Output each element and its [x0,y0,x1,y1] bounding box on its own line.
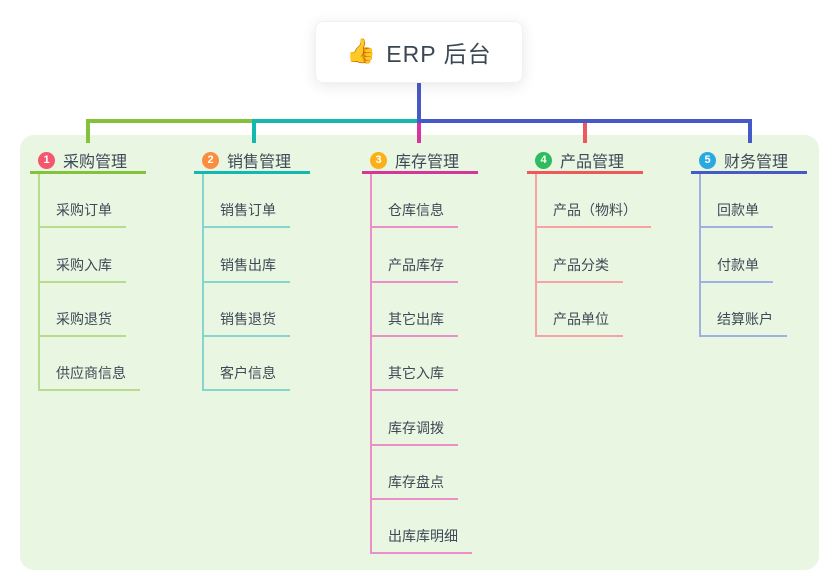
node-label: 库存调拨 [372,418,458,446]
branch-inventory-management: 3 库存管理 仓库信息 产品库存 其它出库 其它入库 库存调拨 库存盘点 出库库… [362,149,478,555]
list-item[interactable]: 产品库存 [372,228,478,283]
root-title: ERP 后台 [386,41,492,67]
connector-branch3-drop [417,123,421,143]
list-item[interactable]: 仓库信息 [372,174,478,229]
list-item[interactable]: 采购入库 [40,228,146,283]
connector-branch2-drop [252,119,256,143]
node-label: 采购入库 [40,255,126,283]
branch-index-badge: 4 [535,151,552,169]
list-item[interactable]: 销售出库 [204,228,310,283]
list-item[interactable]: 其它出库 [372,283,478,337]
node-label: 出库库明细 [372,526,472,555]
list-item[interactable]: 销售订单 [204,174,310,229]
list-item[interactable]: 产品分类 [537,228,651,283]
node-label: 产品分类 [537,255,623,283]
branch-purchase-management: 1 采购管理 采购订单 采购入库 采购退货 供应商信息 [30,149,146,392]
branch-children: 销售订单 销售出库 销售退货 客户信息 [202,174,310,392]
list-item[interactable]: 回款单 [701,174,807,229]
node-label: 产品（物料） [537,200,651,229]
connector-branch5-drop [748,119,752,143]
node-label: 产品库存 [372,255,458,283]
branches-panel [20,135,819,570]
node-label: 销售订单 [204,200,290,229]
branch-title: 产品管理 [560,154,625,171]
list-item[interactable]: 出库库明细 [372,500,478,555]
branch-title: 库存管理 [395,154,460,171]
branch-title: 销售管理 [227,154,292,171]
branch-children: 仓库信息 产品库存 其它出库 其它入库 库存调拨 库存盘点 出库库明细 [370,174,478,555]
list-item[interactable]: 其它入库 [372,337,478,392]
branch-index-badge: 5 [699,151,716,169]
node-label: 付款单 [701,255,773,283]
list-item[interactable]: 结算账户 [701,283,807,337]
connector-branch1-horizontal [86,119,254,123]
node-label: 其它出库 [372,309,458,337]
node-label: 回款单 [701,200,773,229]
node-label: 其它入库 [372,363,458,392]
list-item[interactable]: 产品（物料） [537,174,651,229]
branch-finance-management: 5 财务管理 回款单 付款单 结算账户 [691,149,807,337]
node-label: 产品单位 [537,309,623,337]
list-item[interactable]: 采购退货 [40,283,146,337]
branch-header[interactable]: 4 产品管理 [527,149,643,174]
thumbs-up-icon: 👍 [346,38,377,65]
list-item[interactable]: 产品单位 [537,283,651,337]
node-label: 销售出库 [204,255,290,283]
node-label: 仓库信息 [372,200,458,229]
node-label: 采购退货 [40,309,126,337]
connector-branch2-horizontal [252,119,417,123]
node-label: 库存盘点 [372,472,458,500]
branch-children: 产品（物料） 产品分类 产品单位 [535,174,651,337]
branch-index-badge: 2 [202,151,219,169]
branch-header[interactable]: 2 销售管理 [194,149,310,174]
node-label: 结算账户 [701,309,787,337]
branch-header[interactable]: 1 采购管理 [30,149,146,174]
connector-branch1-drop [86,119,90,143]
branch-sales-management: 2 销售管理 销售订单 销售出库 销售退货 客户信息 [194,149,310,392]
connector-branch4-drop [583,123,587,143]
connector-branch5-horizontal [417,119,752,123]
node-label: 销售退货 [204,309,290,337]
list-item[interactable]: 采购订单 [40,174,146,229]
list-item[interactable]: 供应商信息 [40,337,146,392]
branch-index-badge: 1 [38,151,55,169]
root-node[interactable]: 👍 ERP 后台 [315,21,523,83]
connector-root-vertical [417,83,421,123]
branch-index-badge: 3 [370,151,387,169]
node-label: 采购订单 [40,200,126,229]
node-label: 客户信息 [204,363,290,392]
list-item[interactable]: 库存调拨 [372,391,478,446]
list-item[interactable]: 库存盘点 [372,446,478,500]
list-item[interactable]: 付款单 [701,228,807,283]
branch-header[interactable]: 5 财务管理 [691,149,807,174]
branch-title: 采购管理 [63,154,128,171]
node-label: 供应商信息 [40,363,140,392]
branch-product-management: 4 产品管理 产品（物料） 产品分类 产品单位 [527,149,651,337]
branch-children: 回款单 付款单 结算账户 [699,174,807,337]
list-item[interactable]: 销售退货 [204,283,310,337]
list-item[interactable]: 客户信息 [204,337,310,392]
branch-title: 财务管理 [724,154,789,171]
branch-children: 采购订单 采购入库 采购退货 供应商信息 [38,174,146,392]
branch-header[interactable]: 3 库存管理 [362,149,478,174]
